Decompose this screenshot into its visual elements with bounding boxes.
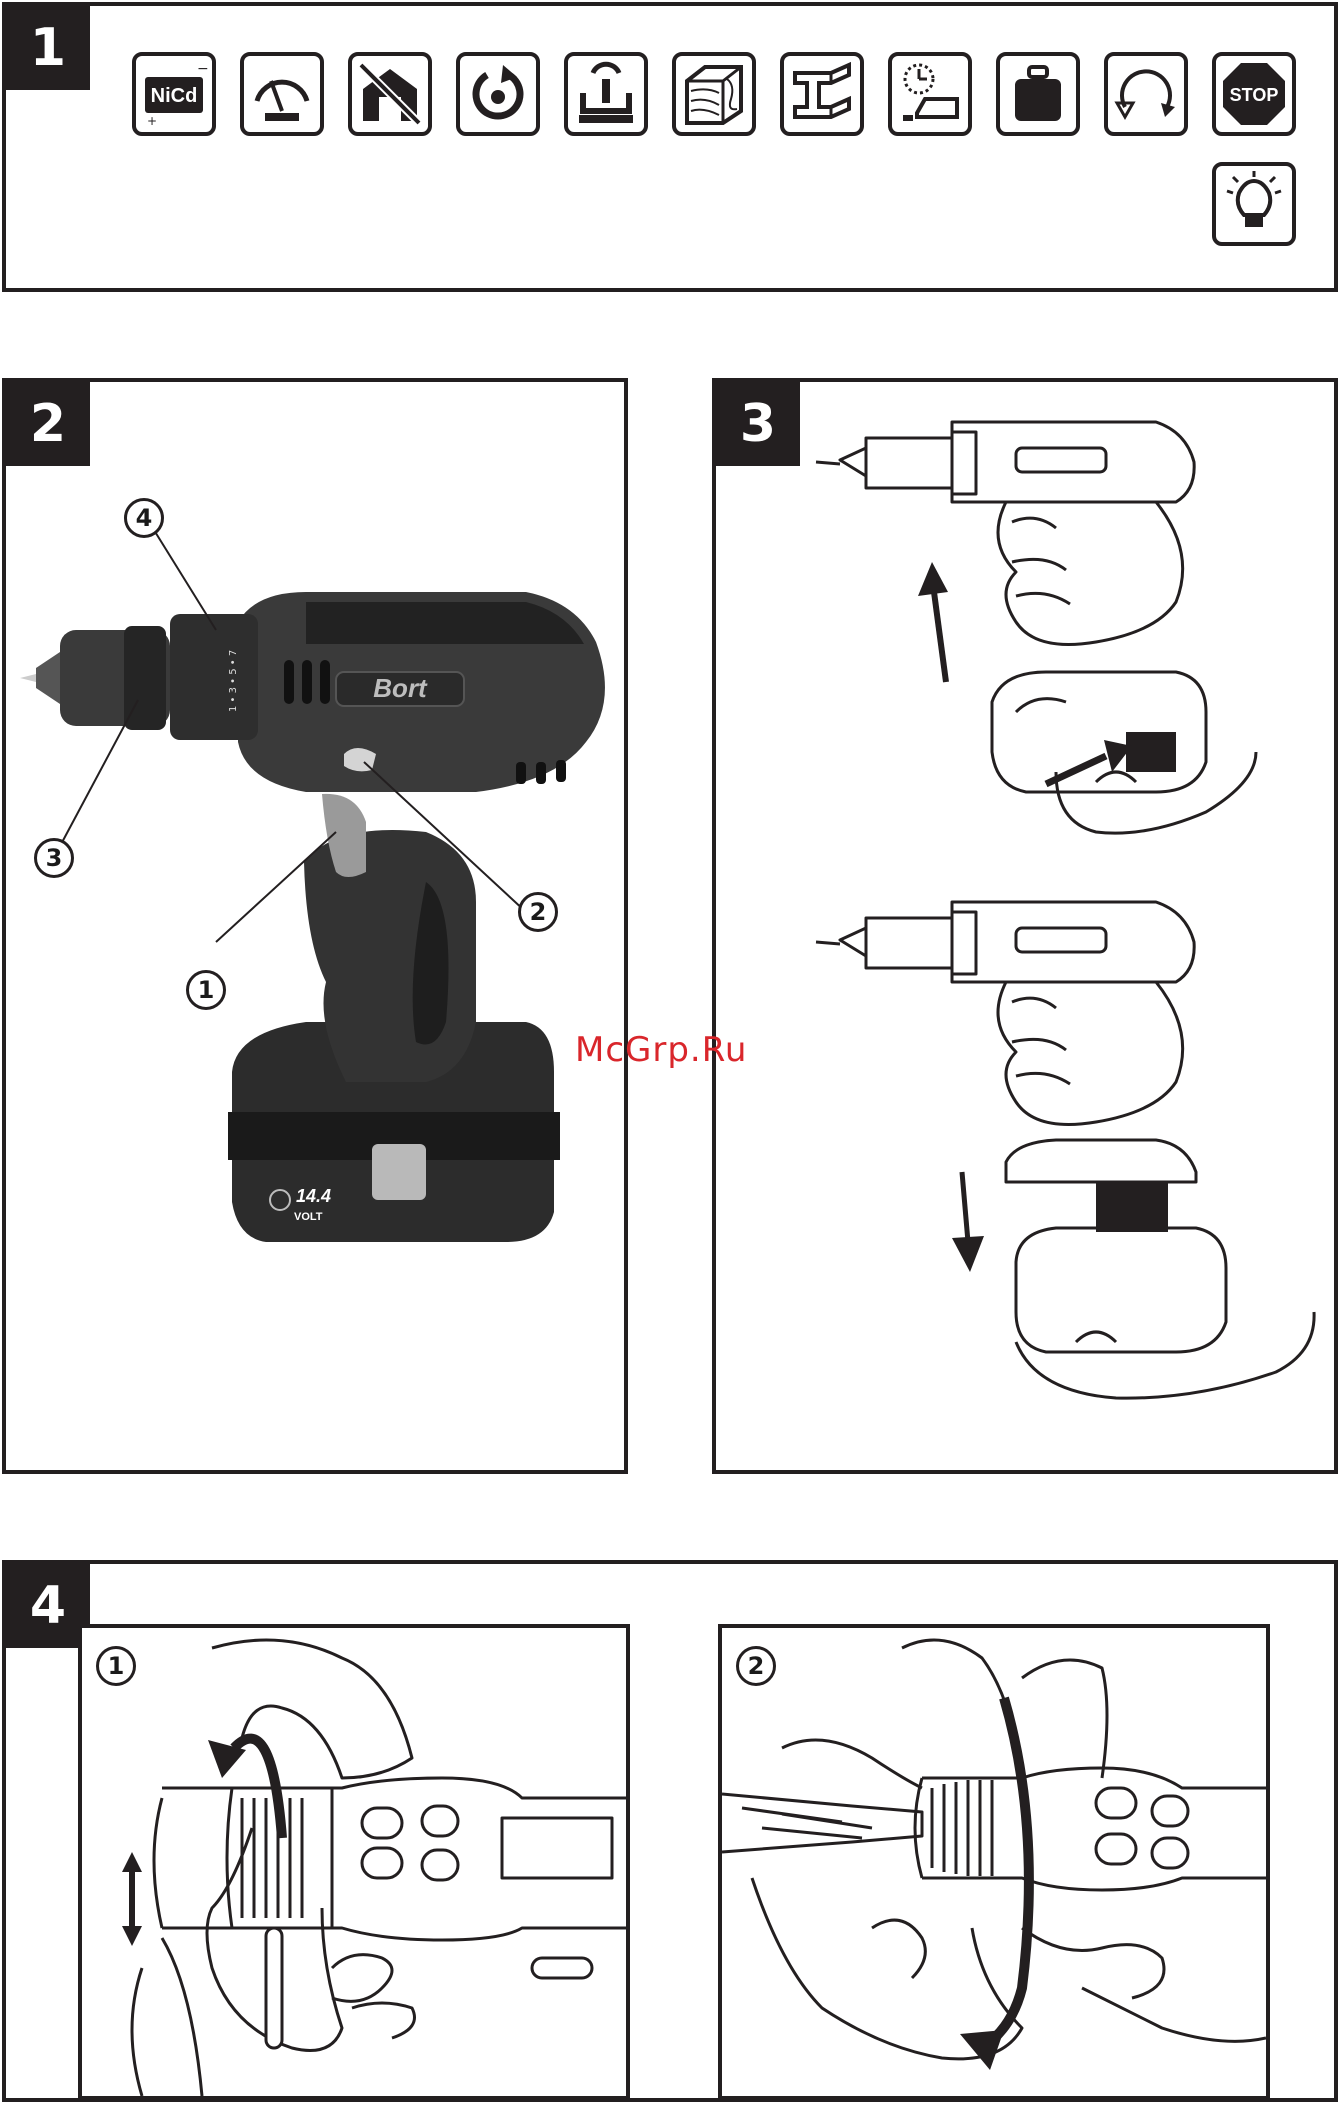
- callout-1: 1: [186, 970, 226, 1010]
- drill-brand-label: Bort: [373, 673, 428, 703]
- nicd-battery-icon: NiCd + −: [132, 52, 216, 136]
- weight-icon: [996, 52, 1080, 136]
- charging-time-icon: [888, 52, 972, 136]
- torque-scale-label: 1 • 3 • 5 • 7: [228, 650, 239, 712]
- chuck-clamp-icon: [564, 52, 648, 136]
- panel-1-pictograms: 1 NiCd + −: [2, 2, 1338, 292]
- stop-icon: STOP: [1212, 52, 1296, 136]
- battery-voltage-label: 14.4: [296, 1186, 331, 1206]
- svg-text:−: −: [197, 61, 209, 77]
- wood-material-icon: [672, 52, 756, 136]
- callout-3: 3: [34, 838, 74, 878]
- open-chuck-illustration: [82, 1628, 626, 2096]
- callout-4: 4: [124, 498, 164, 538]
- light-bulb-icon: [1212, 162, 1296, 246]
- rotation-direction-icon: [456, 52, 540, 136]
- panel-2-drill-overview: 2 Bort 1: [2, 378, 628, 1474]
- panel-number: 1: [6, 6, 90, 90]
- step-1-open-chuck: 1: [78, 1624, 630, 2100]
- step-number-1: 1: [96, 1646, 136, 1686]
- battery-unit-label: VOLT: [294, 1211, 323, 1223]
- panel-3-battery-insertion: 3: [712, 378, 1338, 1474]
- nicd-label: NiCd: [151, 85, 198, 107]
- svg-text:+: +: [147, 114, 157, 128]
- stop-label: STOP: [1230, 85, 1279, 105]
- panel-4-chuck-operation: 4 1: [2, 1560, 1338, 2102]
- step-number-2: 2: [736, 1646, 776, 1686]
- tighten-chuck-illustration: [722, 1628, 1266, 2096]
- charge-gauge-icon: [240, 52, 324, 136]
- step-2-tighten-chuck: 2: [718, 1624, 1270, 2100]
- battery-attach-illustration: [716, 382, 1334, 1470]
- watermark-text: McGrp.Ru: [575, 1030, 747, 1070]
- metal-beam-icon: [780, 52, 864, 136]
- no-household-disposal-icon: [348, 52, 432, 136]
- callout-2: 2: [518, 892, 558, 932]
- speed-rotation-icon: [1104, 52, 1188, 136]
